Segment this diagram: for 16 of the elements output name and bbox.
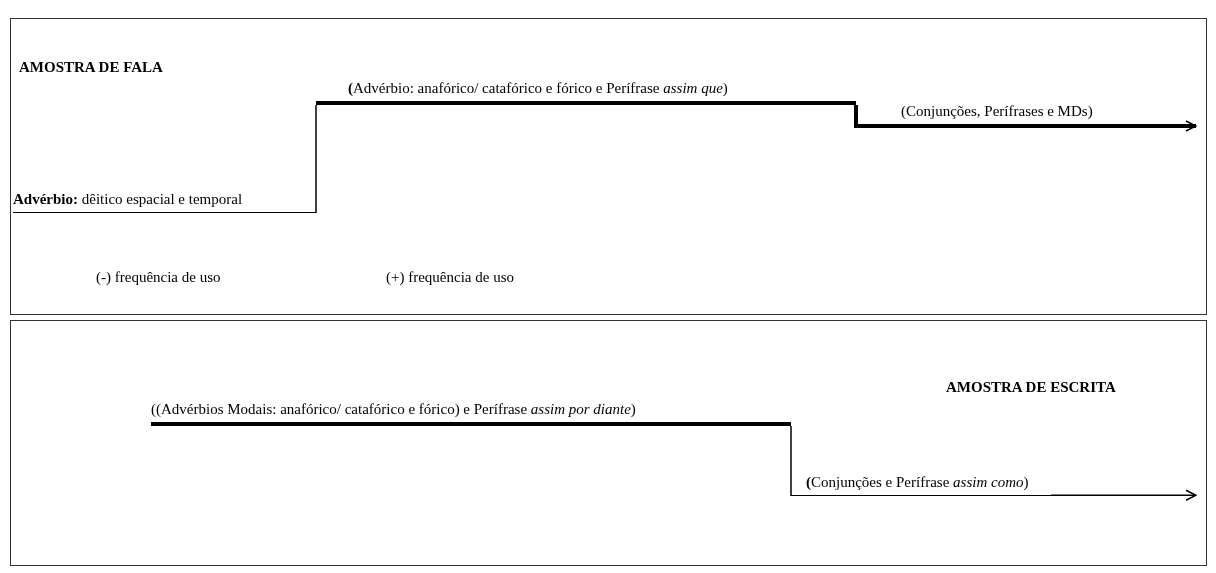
category-label: Advérbio: dêitico espacial e temporal [13,189,316,213]
category-label: (Conjunções e Perífrase assim como) [791,471,1051,496]
sample-panel [10,18,1207,315]
step-line [854,105,858,128]
sample-panel [10,320,1207,566]
step-line [790,425,792,497]
category-label: (Advérbio: anafórico/ catafórico e fórico e Perífrase assim que) [316,79,856,105]
arrow [1106,120,1197,132]
category-label: ((Advérbios Modais: anafórico/ catafórico e fórico) e Perífrase assim por diante) [151,399,791,426]
panel-heading: AMOSTRA DE FALA [19,59,163,76]
step-line [315,104,317,214]
arrow [1050,489,1197,501]
scale-label: (-) frequência de uso [96,269,221,286]
panel-heading: AMOSTRA DE ESCRITA [946,379,1116,396]
scale-label: (+) frequência de uso [386,269,514,286]
category-label: (Conjunções, Perífrases e MDs) [856,104,1106,128]
